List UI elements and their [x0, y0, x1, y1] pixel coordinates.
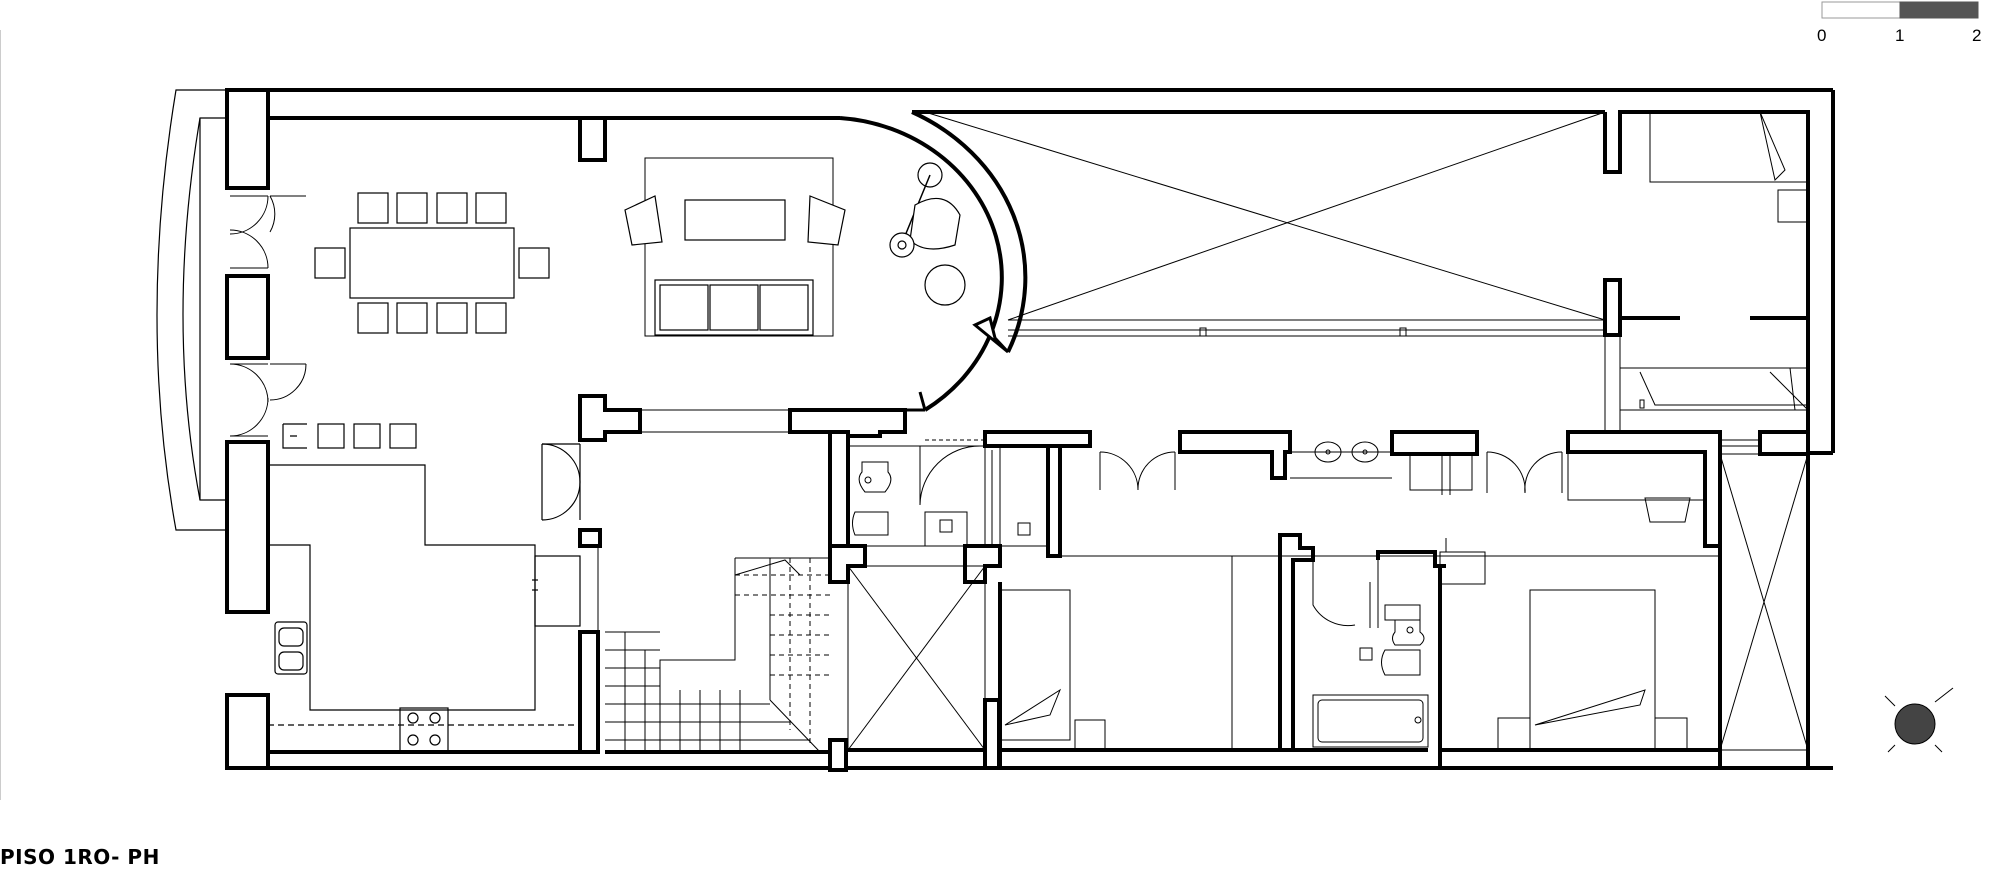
scale-bar [1821, 1, 1979, 19]
small-bath [847, 439, 986, 547]
main-bath [1312, 538, 1486, 748]
scale-label-0: 0 [1817, 26, 1827, 45]
patio-void [924, 111, 1606, 337]
upper-right-room-fixtures [1604, 111, 1809, 432]
right-shaft [1719, 439, 1809, 751]
shaft [847, 565, 986, 751]
balcony [156, 89, 227, 531]
facade-door-1 [229, 195, 306, 269]
curved-wall [839, 110, 1028, 412]
bedroom-2 [1440, 583, 1688, 751]
left-facade-walls [225, 88, 270, 770]
dining-table [314, 192, 550, 334]
sun-orientation-icon [1884, 687, 1954, 753]
facade-door-2 [229, 363, 307, 437]
scale-label-2: 2 [1972, 26, 1982, 45]
exterior-walls [227, 88, 1835, 770]
drawing-title: PISO 1RO- PH [0, 845, 160, 869]
scale-label-1: 1 [1895, 26, 1905, 45]
living-room [605, 157, 966, 433]
kitchen [268, 423, 581, 753]
staircase [605, 557, 830, 753]
corridor [999, 441, 1720, 751]
closet [984, 445, 1049, 547]
upper-right-room [1603, 278, 1808, 337]
